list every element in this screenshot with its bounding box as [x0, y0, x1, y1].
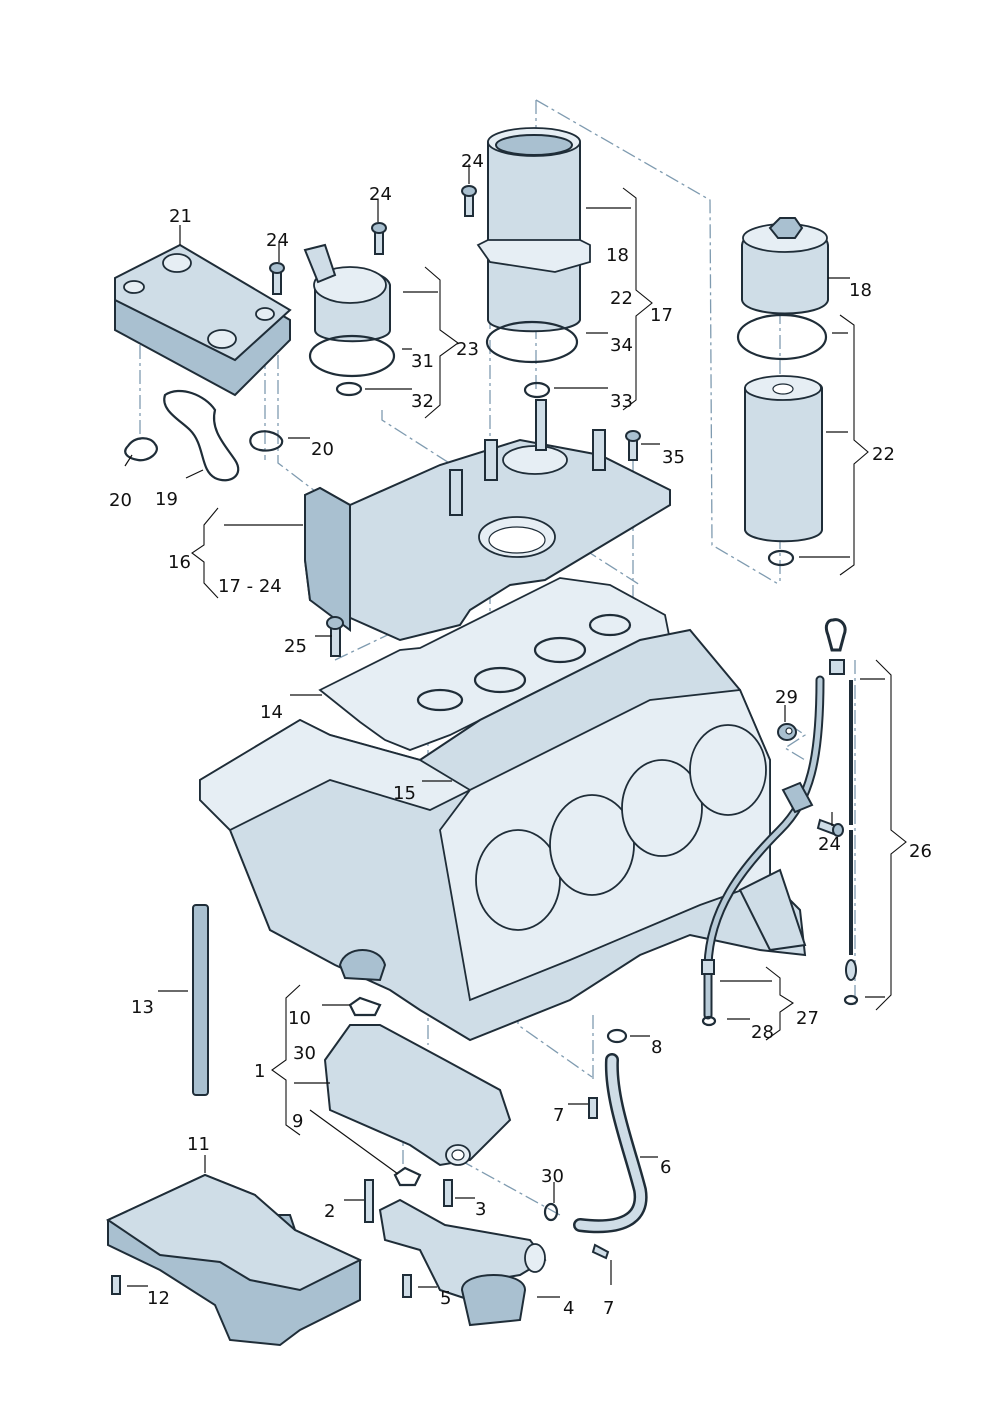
callout-17: 17: [650, 305, 673, 326]
callout-10: 10: [288, 1008, 311, 1029]
callout-11: 11: [187, 1134, 210, 1155]
seals-20: [124, 430, 284, 462]
callout-24-cooler-bolt: 24: [266, 230, 289, 251]
dipstick-guide-tube: [701, 675, 825, 1027]
baffle-plate-11: [105, 1173, 363, 1347]
callout-29: 29: [775, 687, 798, 708]
callout-35: 35: [662, 447, 685, 468]
callout-18-housing: 18: [606, 245, 629, 266]
engine-block: [199, 628, 807, 1042]
bolt-35: [625, 430, 641, 461]
callout-1: 1: [254, 1061, 265, 1082]
callout-7-lower: 7: [603, 1298, 614, 1319]
callout-6: 6: [660, 1157, 671, 1178]
callout-15: 15: [393, 783, 416, 804]
leader-lines: [124, 164, 885, 1298]
callout-22-housing: 22: [610, 288, 633, 309]
callout-12: 12: [147, 1288, 170, 1309]
oil-pipe-6: [543, 1028, 648, 1234]
oil-filter-cap: [736, 217, 829, 361]
callout-7-upper: 7: [553, 1105, 564, 1126]
callout-24-tube-bolt: 24: [818, 834, 841, 855]
callout-3: 3: [475, 1199, 486, 1220]
bolt-25: [326, 616, 344, 657]
callout-20-right: 20: [311, 439, 334, 460]
guide-rod-13: [192, 904, 209, 1096]
dipstick: [824, 618, 859, 1006]
oil-pump-bolts: [364, 1179, 453, 1298]
oil-filter-housing: [476, 127, 591, 399]
bolt-24-housing: [461, 185, 477, 217]
callout-19: 19: [155, 489, 178, 510]
callout-9: 9: [292, 1111, 303, 1132]
callout-24-pump-bolt: 24: [369, 184, 392, 205]
callout-labels: 21 24 24 24 23 31 32 20 20 19 18 22 17 3…: [109, 151, 932, 1319]
callout-22-filter: 22: [872, 444, 895, 465]
callout-14: 14: [260, 702, 283, 723]
callout-4: 4: [563, 1298, 574, 1319]
bolt-24-pump: [371, 222, 387, 255]
oil-cooler-gasket: [163, 389, 240, 482]
bolt-12: [111, 1275, 121, 1295]
callout-30-pump: 30: [293, 1043, 316, 1064]
oil-pump: [323, 996, 512, 1187]
callout-34: 34: [610, 335, 633, 356]
callout-13: 13: [131, 997, 154, 1018]
callout-32: 32: [411, 391, 434, 412]
bolts-7: [588, 1097, 610, 1260]
callout-2: 2: [324, 1201, 335, 1222]
callout-26: 26: [909, 841, 932, 862]
callout-27: 27: [796, 1008, 819, 1029]
bolt-24-cooler: [269, 262, 285, 295]
callout-17-24: 17 - 24: [218, 576, 282, 597]
bolt-24-tube: [816, 818, 844, 837]
callout-30-pipe: 30: [541, 1166, 564, 1187]
callout-31: 31: [411, 351, 434, 372]
grommet-29: [777, 723, 797, 741]
callout-21: 21: [169, 206, 192, 227]
pump-assembly-23: [303, 243, 396, 397]
callout-24-housing-bolt: 24: [461, 151, 484, 172]
oil-cooler: [114, 243, 292, 397]
callout-18-cap: 18: [849, 280, 872, 301]
callout-23: 23: [456, 339, 479, 360]
upper-housing-16: [304, 399, 671, 642]
callout-16: 16: [168, 552, 191, 573]
group-brackets: [191, 187, 907, 1136]
oil-filter-element: [744, 375, 823, 567]
callout-20-left: 20: [109, 490, 132, 511]
callout-25: 25: [284, 636, 307, 657]
oil-pickup: [378, 1198, 547, 1327]
callout-8: 8: [651, 1037, 662, 1058]
callout-5: 5: [440, 1288, 451, 1309]
callout-28: 28: [751, 1022, 774, 1043]
callout-33: 33: [610, 391, 633, 412]
